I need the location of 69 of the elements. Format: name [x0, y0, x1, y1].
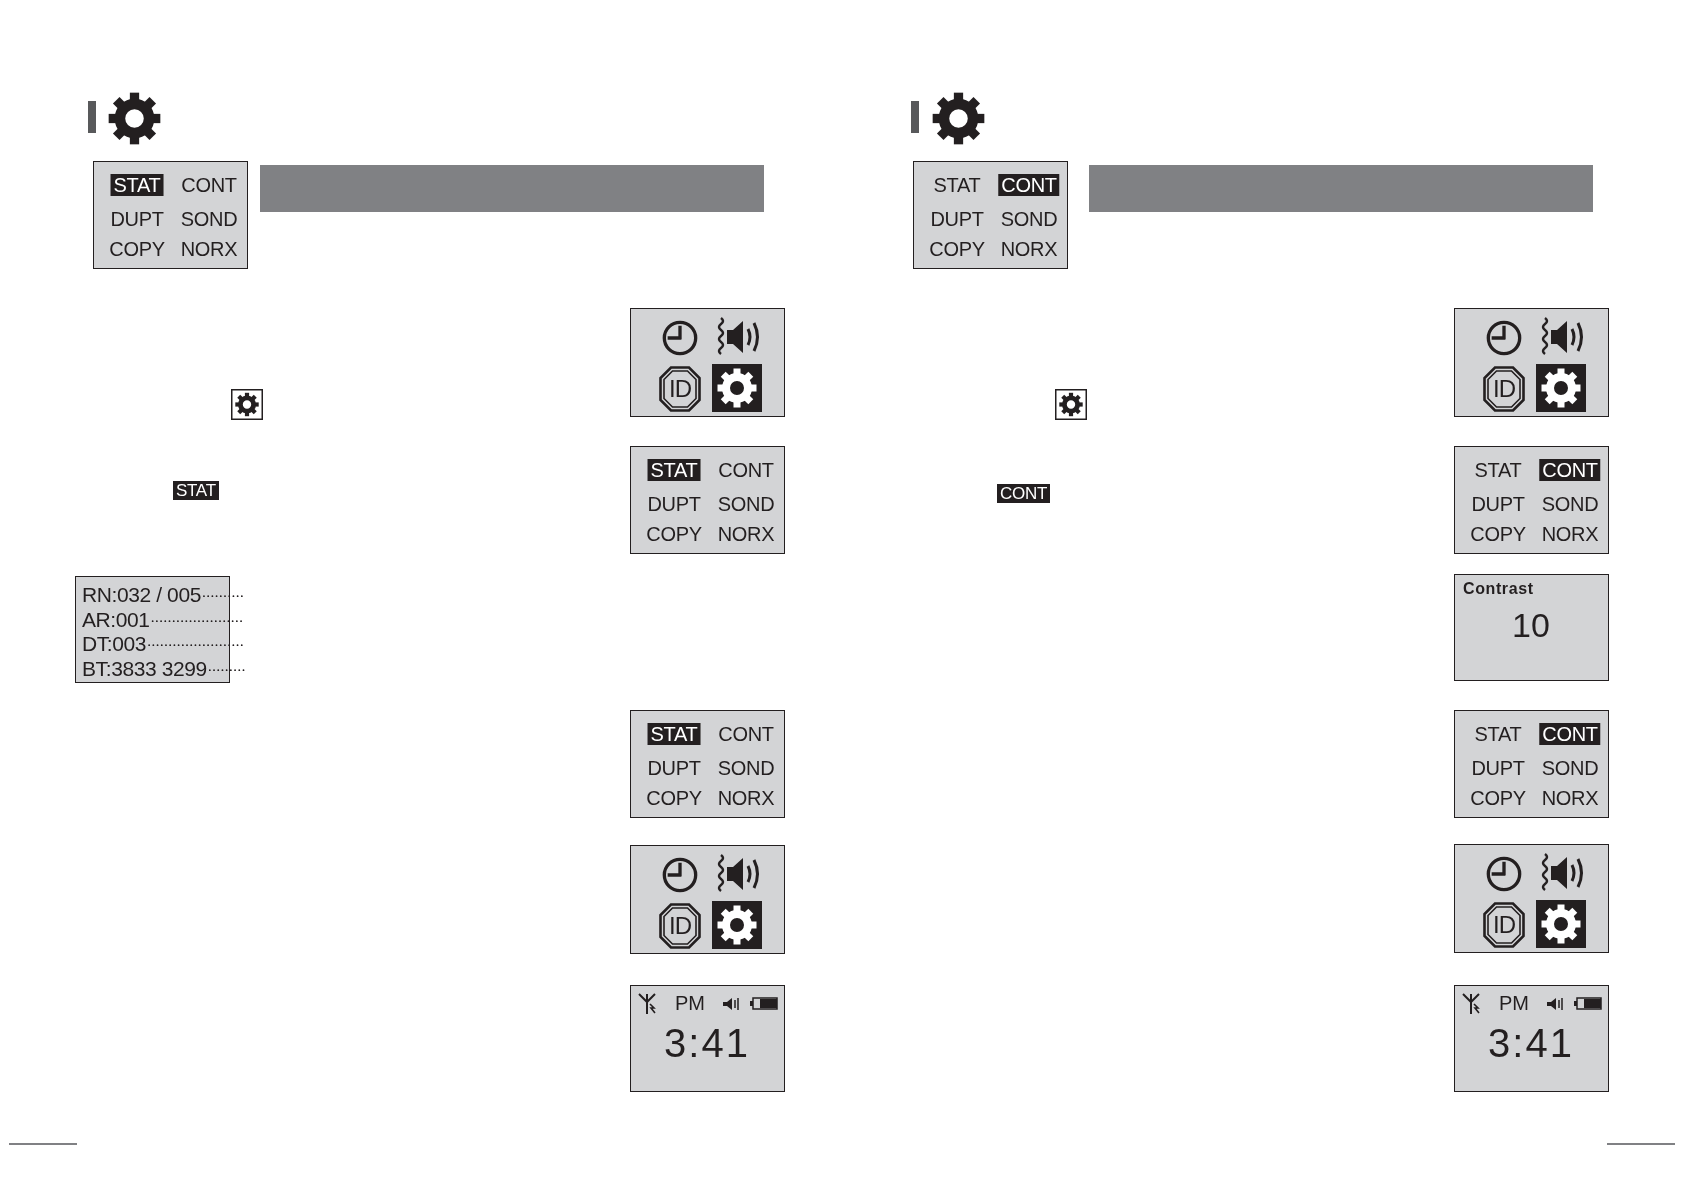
menu-item: NORX [999, 238, 1059, 260]
readout-line: BT:3833 3299 [82, 657, 207, 681]
time-period-label: PM [1499, 991, 1529, 1015]
menu-item: COPY [108, 238, 166, 260]
menu-item: SOND [716, 493, 776, 515]
value-display: 10 [1511, 605, 1551, 645]
lcd-screen [1454, 844, 1609, 953]
id-badge: ID [1483, 902, 1525, 948]
lcd-screen [1454, 710, 1609, 818]
time-display: 3:41 [663, 1020, 751, 1066]
selected-menu-item: STAT [110, 173, 164, 196]
menu-item: STAT [1473, 458, 1523, 481]
leader-line [203, 595, 246, 598]
menu-item: CONT [180, 173, 238, 196]
menu-item: NORX [716, 787, 776, 809]
menu-item: COPY [645, 787, 703, 809]
menu-item: SOND [1540, 493, 1600, 515]
readout-line: DT:003 [82, 632, 147, 656]
menu-item: SOND [1540, 757, 1600, 779]
screen-title: Contrast [1463, 579, 1534, 599]
lcd-screen [1454, 985, 1609, 1092]
menu-item: DUPT [109, 208, 165, 230]
menu-item: DUPT [1470, 757, 1526, 779]
id-badge: ID [659, 903, 701, 949]
menu-item: CONT [717, 458, 775, 481]
menu-item: CONT [717, 722, 775, 745]
lcd-screen [1454, 574, 1609, 681]
menu-item: STAT [1473, 722, 1523, 745]
time-period-label: PM [675, 991, 705, 1015]
lcd-readout-panel [75, 576, 230, 683]
selected-menu-item: STAT [647, 722, 701, 745]
menu-item: DUPT [1470, 493, 1526, 515]
menu-item: COPY [928, 238, 986, 260]
menu-item: NORX [1540, 787, 1600, 809]
selected-menu-item: STAT [647, 458, 701, 481]
readout-line: AR:001 [82, 608, 150, 632]
lcd-screen [913, 161, 1068, 269]
id-badge: ID [659, 366, 701, 412]
time-display: 3:41 [1487, 1020, 1575, 1066]
readout-line: RN:032 / 005 [82, 583, 201, 607]
selected-menu-item: CONT [1539, 458, 1601, 481]
menu-item: SOND [716, 757, 776, 779]
lcd-screen [630, 446, 785, 554]
selected-menu-item: CONT [998, 173, 1060, 196]
selected-menu-label: CONT [997, 484, 1050, 503]
selected-menu-label: STAT [173, 481, 219, 500]
lcd-screen [630, 710, 785, 818]
selected-menu-item: CONT [1539, 722, 1601, 745]
menu-item: COPY [1469, 787, 1527, 809]
menu-item: NORX [179, 238, 239, 260]
menu-item: COPY [1469, 523, 1527, 545]
menu-item: STAT [932, 173, 982, 196]
id-badge: ID [1483, 366, 1525, 412]
lcd-screen [630, 845, 785, 954]
lcd-screen [1454, 308, 1609, 417]
lcd-screen [630, 308, 785, 417]
menu-item: SOND [999, 208, 1059, 230]
menu-item: DUPT [929, 208, 985, 230]
menu-item: SOND [179, 208, 239, 230]
menu-item: NORX [1540, 523, 1600, 545]
menu-item: DUPT [646, 493, 702, 515]
lcd-screen [93, 161, 248, 269]
lcd-screen [1454, 446, 1609, 554]
menu-item: NORX [716, 523, 776, 545]
leader-line [208, 669, 246, 672]
lcd-screen [630, 985, 785, 1092]
leader-line [148, 644, 246, 647]
menu-item: DUPT [646, 757, 702, 779]
menu-item: COPY [645, 523, 703, 545]
